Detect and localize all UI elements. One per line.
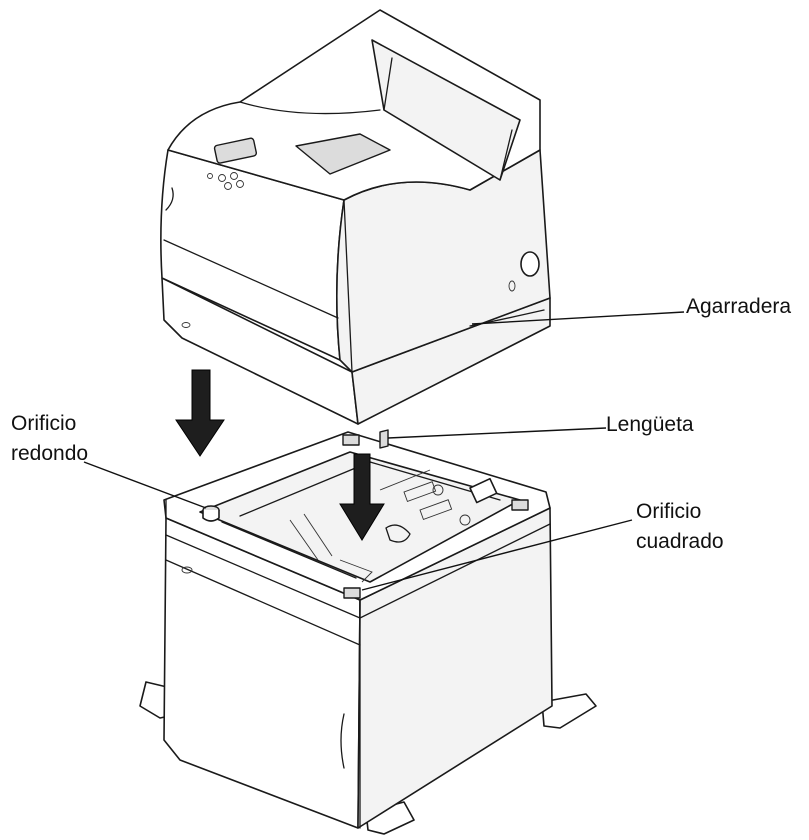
- leader-round-hole: [83, 461, 207, 509]
- label-square-hole-line1: Orificio: [636, 500, 702, 523]
- printer-corner-line: [343, 199, 353, 373]
- label-round-hole-line1: Orificio: [11, 412, 77, 435]
- square-hole-back: [342, 434, 360, 446]
- tray-guide-2: [303, 513, 333, 557]
- tray-roller: [385, 524, 411, 543]
- handle-recess: [469, 309, 545, 327]
- printer-top-cover: [167, 9, 541, 201]
- panel-button-2: [230, 172, 238, 180]
- side-vent: [508, 280, 516, 292]
- tray-block-2: [419, 499, 453, 520]
- tab-post: [379, 429, 389, 449]
- front-dimple-printer: [181, 322, 191, 328]
- label-round-hole-line2: redondo: [11, 442, 89, 465]
- leader-tab: [387, 427, 607, 439]
- down-arrow-center: [339, 453, 385, 541]
- square-hole-front: [343, 587, 361, 599]
- printer: [160, 9, 551, 425]
- output-bin-edge-2: [499, 129, 513, 181]
- square-hole-right: [511, 499, 529, 511]
- control-panel: [207, 137, 258, 190]
- front-latch: [165, 187, 174, 211]
- tray-guide-3: [379, 469, 431, 491]
- panel-button-4: [236, 180, 244, 188]
- paper-stop: [295, 133, 391, 175]
- front-seam: [163, 239, 339, 319]
- tray-rail-front: [221, 521, 357, 579]
- label-square-hole-line2: cuadrado: [636, 530, 724, 553]
- down-arrow-left: [175, 369, 225, 457]
- front-dimple: [181, 566, 193, 574]
- side-knob: [520, 251, 540, 277]
- leader-square-hole: [361, 519, 633, 591]
- panel-button-3: [224, 182, 232, 190]
- leader-handle: [471, 311, 685, 325]
- panel-display: [213, 137, 258, 164]
- top-ridge: [239, 101, 381, 115]
- door-handle: [340, 713, 345, 769]
- tray-knob-1: [432, 484, 444, 496]
- tray-slot: [339, 559, 373, 583]
- output-bin-edge: [383, 57, 393, 111]
- tray-latch: [469, 477, 498, 504]
- cabinet-foot-back-right: [541, 693, 597, 729]
- label-handle: Agarradera: [686, 295, 792, 318]
- printer-base-front: [161, 277, 359, 425]
- drawer-panel-line: [165, 559, 361, 646]
- panel-light: [207, 173, 213, 179]
- tray-knob-2: [459, 514, 471, 526]
- label-tab: Lengüeta: [606, 413, 694, 436]
- tray-guide-1: [289, 519, 319, 561]
- round-hole-post: [202, 505, 220, 522]
- panel-button-1: [218, 174, 226, 182]
